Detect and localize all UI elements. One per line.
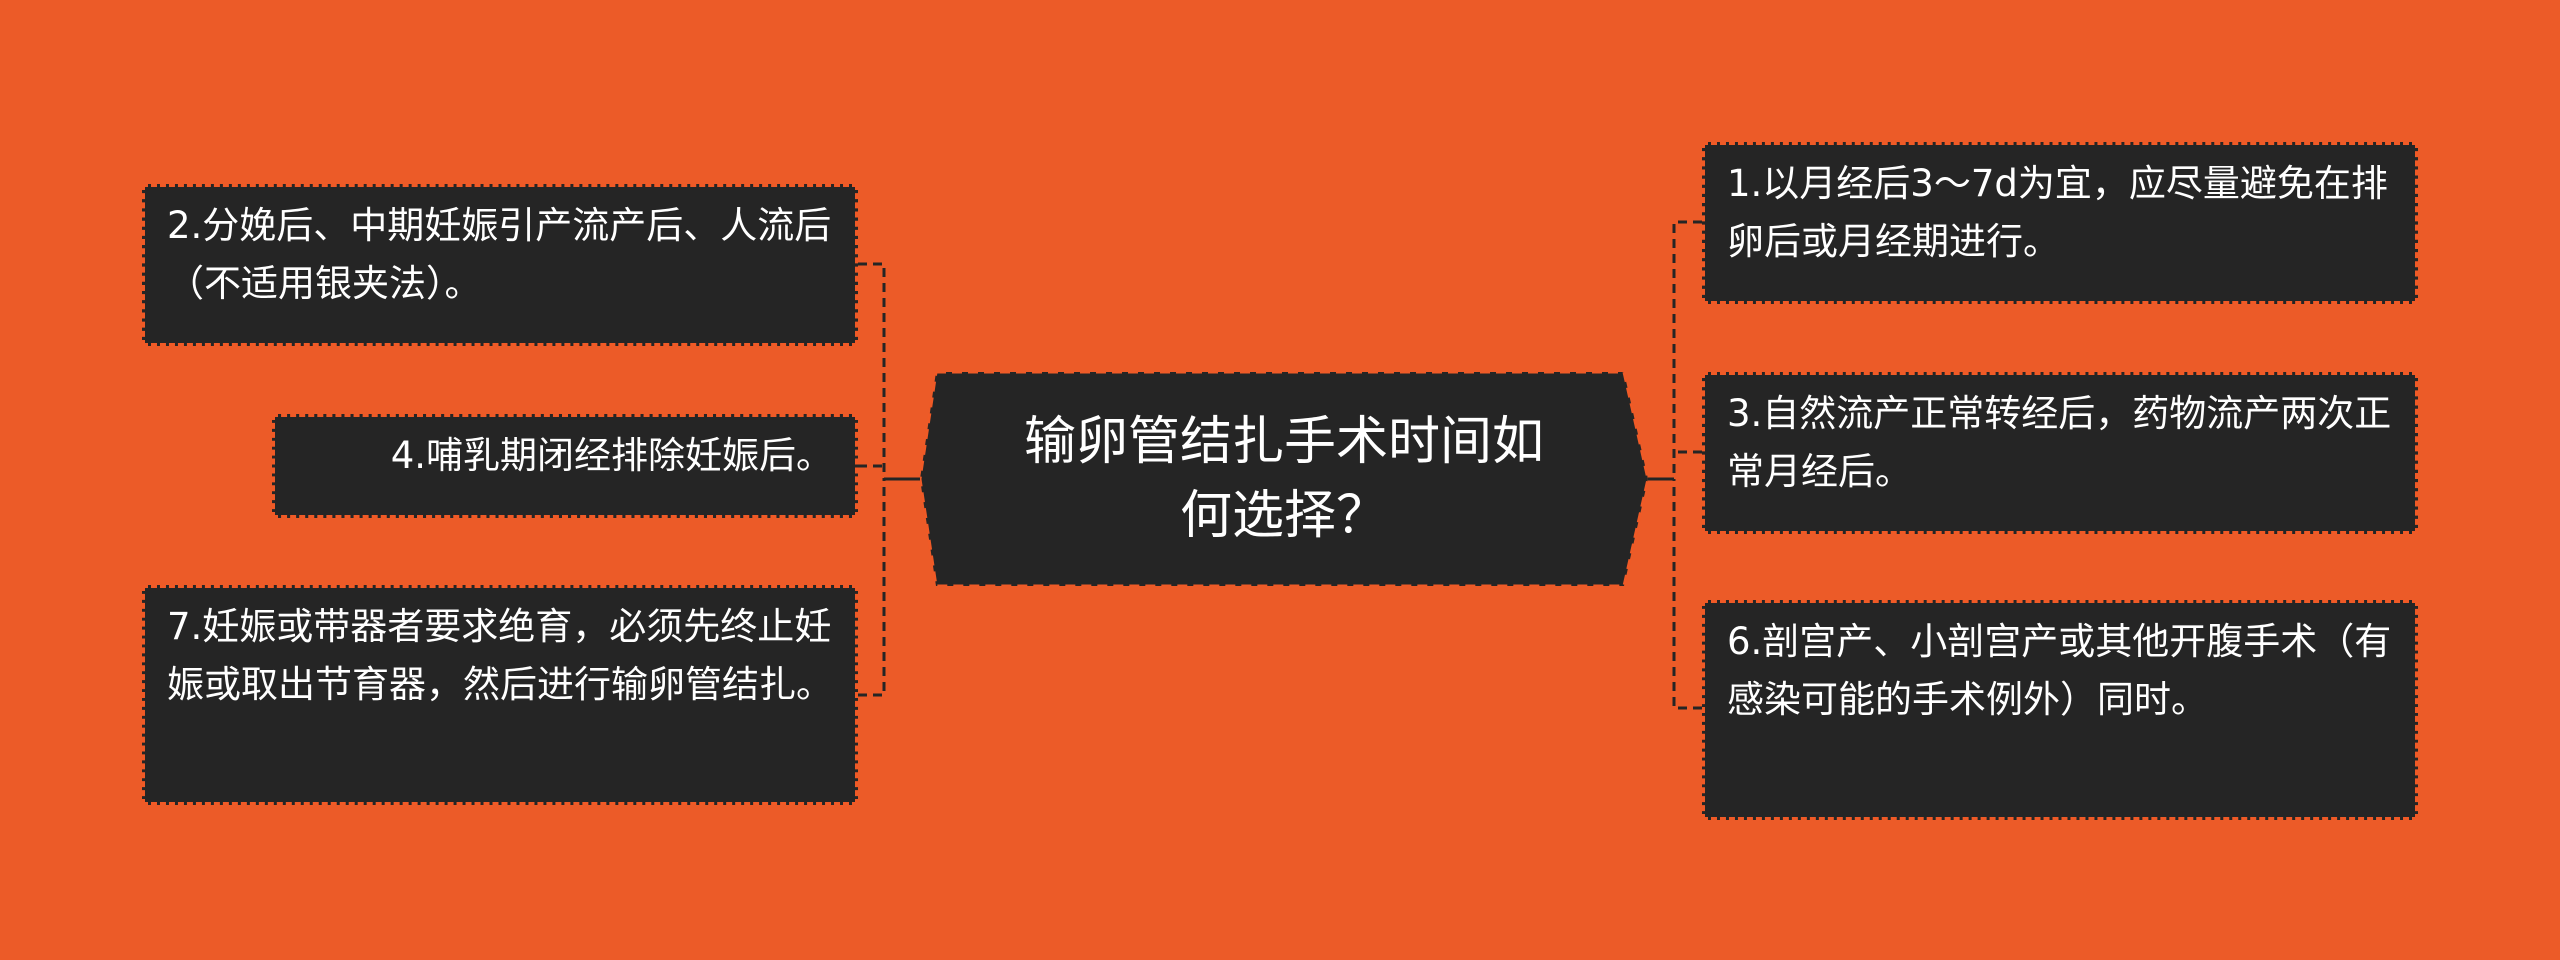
topic-1[interactable]: 1.以月经后3～7d为宜，应尽量避免在排卵后或月经期进行。 <box>1702 142 2418 304</box>
connector-left-topic-7 <box>858 479 886 697</box>
topic-4[interactable]: 4.哺乳期闭经排除妊娠后。 <box>272 414 858 518</box>
topic-7[interactable]: 7.妊娠或带器者要求绝育，必须先终止妊娠或取出节育器，然后进行输卵管结扎。 <box>142 585 858 805</box>
central-topic[interactable]: 输卵管结扎手术时间如何选择？ <box>920 372 1648 586</box>
topic-6[interactable]: 6.剖宫产、小剖宫产或其他开腹手术（有感染可能的手术例外）同时。 <box>1702 600 2418 820</box>
topic-2[interactable]: 2.分娩后、中期妊娠引产流产后、人流后（不适用银夹法）。 <box>142 184 858 346</box>
central-topic-title: 输卵管结扎手术时间如何选择？ <box>1023 412 1544 546</box>
connector-right-topic-6 <box>1672 479 1702 710</box>
central-topic-shape <box>920 372 1648 586</box>
topic-3[interactable]: 3.自然流产正常转经后，药物流产两次正常月经后。 <box>1702 372 2418 534</box>
connector-left-topic-2 <box>858 262 886 479</box>
connector-right-topic-1 <box>1672 220 1702 479</box>
